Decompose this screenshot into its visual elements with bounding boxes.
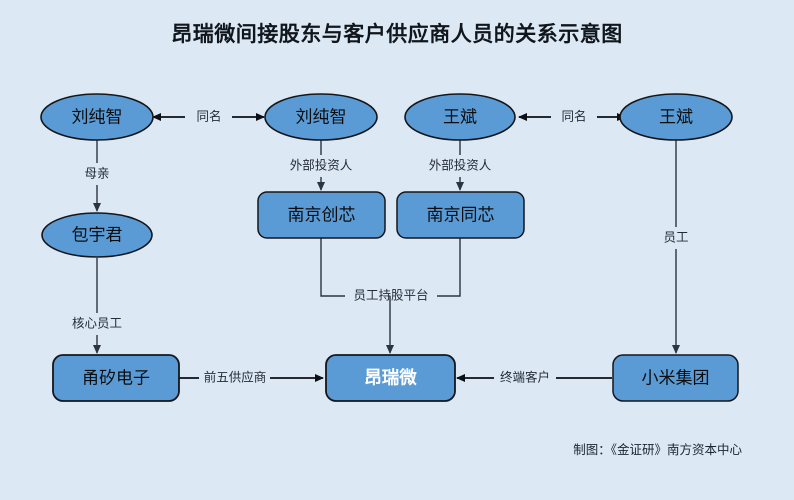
edge-label-qianwu-gongyingshang: 前五供应商 xyxy=(204,369,267,384)
node-label-angruiwei: 昂瑞微 xyxy=(364,368,417,388)
node-baoyujun[interactable]: 包宇君 xyxy=(41,212,153,258)
node-label-wangbin-left: 王斌 xyxy=(443,107,477,126)
node-yongxidianzi[interactable]: 甬矽电子 xyxy=(52,354,180,402)
node-liuchunzhi-left[interactable]: 刘纯智 xyxy=(40,93,154,141)
edge-waibu-touziren-wang: 外部投资人 xyxy=(429,140,492,191)
node-label-liuchunzhi-right: 刘纯智 xyxy=(296,107,347,126)
edge-label-waibu-touziren-wang: 外部投资人 xyxy=(429,157,492,172)
edge-hexin-yuangong: 核心员工 xyxy=(72,258,122,354)
node-wangbin-left[interactable]: 王斌 xyxy=(404,93,516,141)
node-angruiwei[interactable]: 昂瑞微 xyxy=(325,354,456,402)
edge-muqin: 母亲 xyxy=(84,140,110,212)
edge-label-tongming-wang: 同名 xyxy=(561,108,586,123)
edge-tongming-wang: 同名 xyxy=(518,108,626,123)
node-label-nanjingchuangxin: 南京创芯 xyxy=(288,205,356,224)
node-nanjingtongxin[interactable]: 南京同芯 xyxy=(396,191,525,239)
edge-zhongduan-kehu: 终端客户 xyxy=(456,369,612,384)
edge-label-zhongduan-kehu: 终端客户 xyxy=(500,369,550,384)
edge-label-waibu-touziren-liu: 外部投资人 xyxy=(290,157,353,172)
edge-label-muqin: 母亲 xyxy=(84,166,109,180)
node-wangbin-right[interactable]: 王斌 xyxy=(619,93,733,141)
node-label-wangbin-right: 王斌 xyxy=(659,107,693,126)
node-label-xiaomijituan: 小米集团 xyxy=(642,368,710,387)
edge-label-hexin-yuangong: 核心员工 xyxy=(72,316,122,330)
node-label-nanjingtongxin: 南京同芯 xyxy=(427,205,495,224)
node-label-baoyujun: 包宇君 xyxy=(72,225,123,244)
edge-qianwu-gongyingshang: 前五供应商 xyxy=(179,369,324,384)
chart-credit: 制图：《金证研》南方资本中心 xyxy=(573,443,742,457)
edge-label-tongming-liu: 同名 xyxy=(196,108,221,123)
node-label-yongxidianzi: 甬矽电子 xyxy=(82,368,150,387)
edge-label-yuangong: 员工 xyxy=(663,230,688,244)
page-title: 昂瑞微间接股东与客户供应商人员的关系示意图 xyxy=(171,23,623,46)
edge-label-yuangong-chigu-pingtai: 员工持股平台 xyxy=(353,287,428,302)
edge-yuangong-chigu-pingtai: 员工持股平台 xyxy=(320,238,461,354)
node-liuchunzhi-right[interactable]: 刘纯智 xyxy=(264,93,378,141)
node-label-liuchunzhi-left: 刘纯智 xyxy=(72,107,123,126)
node-nanjingchuangxin[interactable]: 南京创芯 xyxy=(257,191,386,239)
node-xiaomijituan[interactable]: 小米集团 xyxy=(612,354,739,402)
edge-waibu-touziren-liu: 外部投资人 xyxy=(290,140,353,191)
edge-yuangong: 员工 xyxy=(663,140,689,354)
edge-tongming-liu: 同名 xyxy=(152,108,265,123)
